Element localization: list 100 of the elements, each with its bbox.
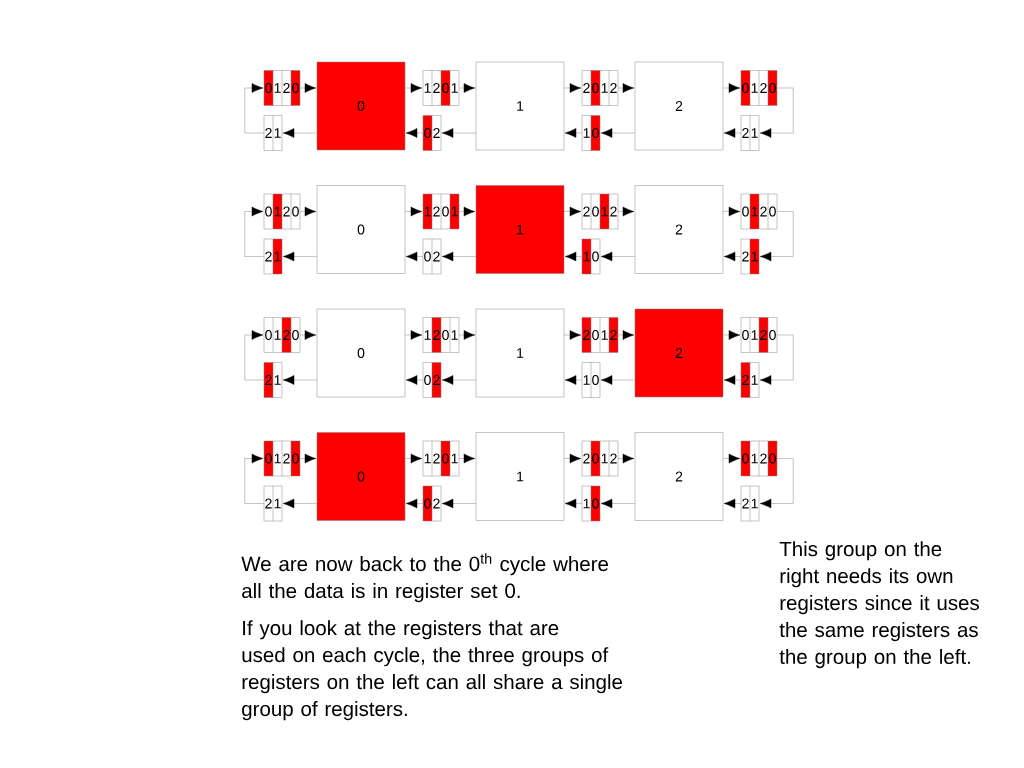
register-cells: 0 2 [422, 115, 442, 151]
arrow [618, 330, 635, 340]
register-cells: 2 1 [740, 238, 760, 275]
register-cells: 1 2 0 1 [422, 317, 460, 353]
arrow [459, 83, 476, 93]
arrow [405, 498, 423, 509]
arrow [300, 206, 317, 217]
arrow [244, 83, 264, 134]
arrow [405, 375, 423, 385]
arrow [459, 206, 476, 217]
arrow [405, 206, 423, 217]
arrow [441, 375, 476, 385]
arrow [405, 128, 423, 138]
arrow [564, 498, 582, 509]
arrow [759, 87, 794, 138]
arrow [723, 206, 741, 217]
register-cells: 2 1 [263, 238, 283, 275]
register-cells: 0 2 [422, 238, 442, 275]
arrow [441, 128, 476, 138]
arrow [618, 453, 635, 464]
register-cells: 0 1 2 0 [263, 70, 301, 106]
arrow [244, 330, 264, 381]
register-cells: 0 1 2 0 [740, 317, 778, 353]
arrow [759, 334, 794, 385]
arrow [723, 128, 741, 138]
arrow [300, 453, 317, 464]
register-cells: 0 1 2 0 [740, 193, 778, 230]
register-cells: 1 0 [581, 362, 601, 398]
register-cells: 0 1 2 0 [740, 440, 778, 477]
register-cells: 0 1 2 0 [263, 193, 301, 230]
process-box: 1 [475, 61, 565, 151]
process-box: 1 [475, 432, 565, 521]
arrow [441, 498, 476, 509]
arrow [600, 498, 635, 509]
register-cells: 2 1 [740, 485, 760, 522]
arrow [300, 330, 317, 340]
process-box: 2 [634, 308, 724, 398]
arrow [723, 498, 741, 509]
arrow [282, 498, 317, 509]
process-box: 1 [475, 308, 565, 398]
register-cells: 1 0 [581, 485, 601, 522]
register-cells: 0 1 2 0 [263, 440, 301, 477]
register-cells: 0 1 2 0 [263, 317, 301, 353]
arrow [459, 330, 476, 340]
process-box: 2 [634, 61, 724, 151]
process-box: 0 [316, 308, 406, 398]
arrow [405, 453, 423, 464]
arrow [441, 251, 476, 262]
arrow [564, 453, 582, 464]
arrow [618, 83, 635, 93]
arrow [600, 128, 635, 138]
arrow [282, 375, 317, 385]
register-cells: 2 1 [263, 115, 283, 151]
text-paragraph: This group on the right needs its own registers since it uses the same registers as the group on the left. [779, 541, 979, 669]
process-box: 0 [316, 61, 406, 151]
arrow [723, 375, 741, 385]
register-cells: 0 2 [422, 485, 442, 522]
arrow [405, 251, 423, 262]
register-cells: 2 1 [740, 362, 760, 398]
arrow [723, 453, 741, 464]
register-cells: 2 0 1 2 [581, 440, 619, 477]
register-cells: 1 0 [581, 238, 601, 275]
register-cells: 0 1 2 0 [740, 70, 778, 106]
register-cells: 2 1 [740, 115, 760, 151]
register-cells: 1 2 0 1 [422, 193, 460, 230]
arrow [405, 330, 423, 340]
text-paragraph: If you look at the registers that are used on each cycle, the three groups of registers on the left can all share a single group of registers. [242, 620, 622, 721]
register-cells: 0 2 [422, 362, 442, 398]
register-cells: 1 2 0 1 [422, 70, 460, 106]
arrow [300, 83, 317, 93]
process-box: 0 [316, 432, 406, 521]
arrow [282, 251, 317, 262]
arrow [723, 330, 741, 340]
register-cells: 2 0 1 2 [581, 317, 619, 353]
text-paragraph: We are now back to the 0$^{th}$ cycle where all the data is in register set 0. [241, 553, 608, 603]
arrow [618, 206, 635, 217]
arrow [405, 83, 423, 93]
process-box: 2 [634, 185, 724, 274]
arrow [244, 453, 264, 504]
register-cells: 2 0 1 2 [581, 70, 619, 106]
arrow [564, 83, 582, 93]
register-cells: 1 2 0 1 [422, 440, 460, 477]
arrow [600, 251, 635, 262]
register-cells: 2 0 1 2 [581, 193, 619, 230]
arrow [564, 330, 582, 340]
arrow [759, 458, 794, 509]
process-box: 1 [475, 185, 565, 274]
arrow [759, 211, 794, 262]
arrow [564, 375, 582, 385]
process-box: 0 [316, 185, 406, 274]
arrow [459, 453, 476, 464]
register-cells: 2 1 [263, 362, 283, 398]
arrow [723, 251, 741, 262]
arrow [244, 206, 264, 257]
arrow [600, 375, 635, 385]
arrow [564, 251, 582, 262]
register-cells: 2 1 [263, 485, 283, 522]
arrow [282, 128, 317, 138]
arrow [564, 128, 582, 138]
process-box: 2 [634, 432, 724, 521]
